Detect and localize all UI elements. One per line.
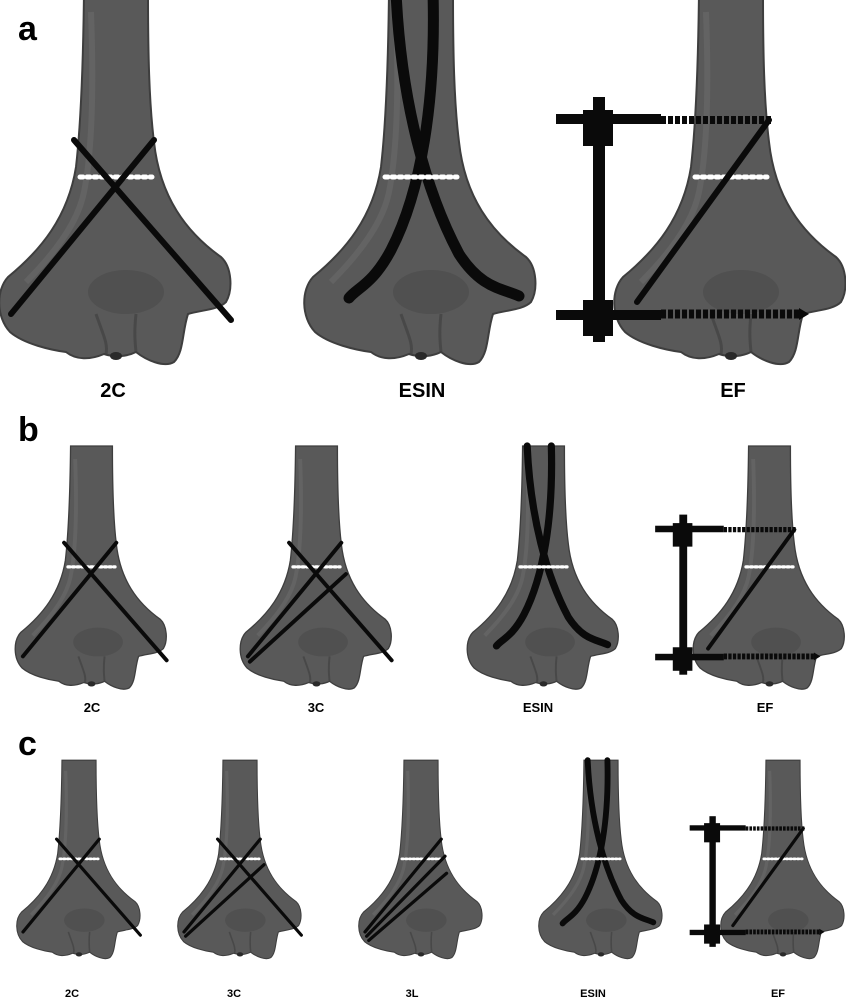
- panel-letter-b: b: [18, 413, 39, 447]
- humerus-bone: [0, 0, 230, 364]
- figure-b-2c: [13, 446, 170, 693]
- label-c-3l: 3L: [406, 988, 419, 1000]
- humerus-bone: [614, 0, 845, 364]
- schanz-pin-upper: [556, 114, 661, 124]
- figure-c-ef: [719, 760, 846, 962]
- label-b-2c: 2C: [84, 700, 101, 715]
- label-c-2c: 2C: [65, 988, 79, 1000]
- label-b-esin: ESIN: [523, 700, 553, 715]
- label-b-ef: EF: [757, 700, 774, 715]
- figure-c-2c: [15, 760, 143, 962]
- figure-a-ef: [611, 0, 846, 370]
- label-a-esin: ESIN: [399, 380, 446, 403]
- figure-a-esin: [301, 0, 541, 370]
- schanz-pin-upper: [655, 526, 724, 533]
- figure-c-3c: [176, 760, 304, 962]
- label-a-2c: 2C: [100, 380, 126, 403]
- schanz-pin-upper: [690, 825, 746, 830]
- figure-b-3c: [238, 446, 395, 693]
- label-c-esin: ESIN: [580, 988, 606, 1000]
- schanz-pin-lower: [690, 930, 746, 935]
- panel-letter-c: c: [18, 727, 37, 761]
- label-c-3c: 3C: [227, 988, 241, 1000]
- figure-b-esin: [465, 446, 622, 693]
- figure-c-3l: [357, 760, 485, 962]
- schanz-pin-lower: [655, 654, 724, 661]
- schanz-pin-lower: [556, 310, 661, 320]
- label-b-3c: 3C: [308, 700, 325, 715]
- figure-b-ef: [691, 446, 846, 693]
- label-a-ef: EF: [720, 380, 746, 403]
- figure-a-2c: [0, 0, 236, 370]
- label-c-ef: EF: [771, 988, 785, 1000]
- figure-c-esin: [537, 760, 665, 962]
